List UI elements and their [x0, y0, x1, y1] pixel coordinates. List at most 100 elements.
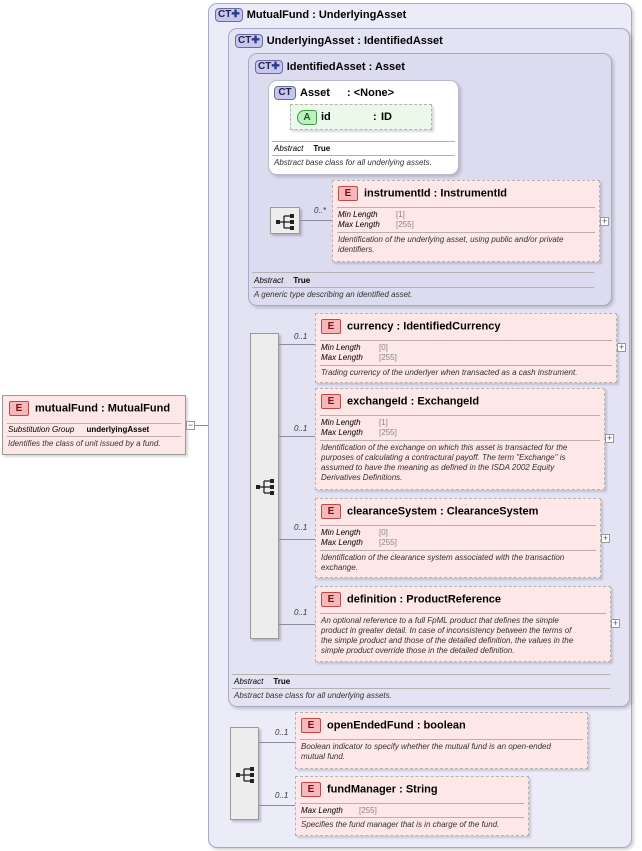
element-type: InstrumentId [440, 187, 508, 200]
sequence-icon [256, 479, 274, 495]
asset-description: Abstract base class for all underlying a… [274, 158, 432, 167]
connector [300, 220, 332, 221]
sequence-compositor[interactable] [250, 333, 279, 639]
expand-toggle[interactable]: + [601, 533, 610, 543]
expand-toggle[interactable]: + [617, 342, 626, 352]
collapse-toggle[interactable]: − [186, 420, 195, 430]
attribute-type: ID [381, 111, 392, 123]
element-type: String [405, 783, 438, 796]
element-name: exchangeId [347, 395, 408, 408]
instrumentId-cardinality: 0..* [314, 206, 327, 215]
root-description: Identifies the class of unit issued by a… [8, 439, 161, 448]
facet-max-length: Max Length[255] [321, 428, 397, 437]
separator [252, 272, 594, 273]
attribute-badge: A [297, 110, 317, 125]
clearanceSystem-cardinality: 0..1 [294, 523, 308, 532]
separator [7, 423, 181, 424]
element-badge: E [338, 186, 358, 201]
element-description: Trading currency of the underlyer when t… [321, 368, 578, 377]
separator [337, 232, 595, 233]
definition-cardinality: 0..1 [294, 608, 308, 617]
element-name: instrumentId [364, 187, 431, 200]
openEndedFund-cardinality: 0..1 [275, 728, 289, 737]
facet-max-length: Max Length[255] [338, 220, 414, 229]
element-type: boolean [423, 719, 466, 732]
connector [279, 436, 315, 437]
sequence-compositor[interactable] [230, 727, 259, 820]
ct-identifiedasset-title: CT✚IdentifiedAsset : Asset [255, 60, 405, 74]
ct-badge: CT [274, 86, 296, 100]
separator [300, 817, 524, 818]
sequence-icon [236, 767, 254, 783]
sequence-icon [276, 214, 294, 230]
attribute-id[interactable]: A id : ID [290, 104, 432, 130]
element-name: currency [347, 320, 394, 333]
ct-name: Asset [300, 86, 330, 99]
ct-badge: CT✚ [255, 60, 283, 74]
facet-max-length: Max Length[255] [321, 538, 397, 547]
facet-min-length: Min Length[0] [321, 528, 388, 537]
ct-badge: CT✚ [215, 8, 243, 22]
separator [320, 525, 596, 526]
connector [279, 344, 315, 345]
ct-base: IdentifiedAsset [363, 34, 443, 47]
separator [320, 340, 612, 341]
element-name: fundManager [327, 783, 397, 796]
element-name: mutualFund [35, 402, 98, 415]
expand-toggle[interactable]: + [611, 618, 620, 628]
element-badge: E [301, 718, 321, 733]
ct-base: Asset [374, 60, 405, 73]
element-description: Identification of the clearance system a… [321, 553, 565, 572]
ct-name: IdentifiedAsset [286, 60, 366, 73]
element-name: clearanceSystem [347, 505, 437, 518]
element-badge: E [321, 504, 341, 519]
expand-toggle[interactable]: + [600, 216, 609, 226]
separator [272, 155, 455, 156]
element-badge: E [321, 394, 341, 409]
fundManager-cardinality: 0..1 [275, 791, 289, 800]
element-type: ExchangeId [417, 395, 480, 408]
separator [320, 550, 596, 551]
element-name: definition [347, 593, 397, 606]
separator [232, 674, 610, 675]
facet-max-length: Max Length[255] [321, 353, 397, 362]
substitution-group-row: Substitution Group underlyingAsset [8, 425, 149, 434]
connector [279, 624, 315, 625]
element-badge: E [321, 592, 341, 607]
ct-base: UnderlyingAsset [318, 8, 407, 21]
separator [300, 803, 524, 804]
facet-max-length: Max Length[255] [301, 806, 377, 815]
element-description: Boolean indicator to specify whether the… [301, 742, 551, 761]
connector [186, 425, 217, 426]
element-badge: E [301, 782, 321, 797]
connector [259, 805, 295, 806]
underlying-description: Abstract base class for all underlying a… [234, 691, 392, 700]
element-name: openEndedFund [327, 719, 414, 732]
separator [320, 415, 600, 416]
sequence-compositor[interactable] [270, 207, 300, 234]
separator [300, 739, 583, 740]
element-description: Specifies the fund manager that is in ch… [301, 820, 500, 829]
facet-min-length: Min Length[0] [321, 343, 388, 352]
ct-underlyingasset-title: CT✚UnderlyingAsset : IdentifiedAsset [235, 34, 443, 48]
ct-badge: CT✚ [235, 34, 263, 48]
ct-name: UnderlyingAsset [266, 34, 355, 47]
expand-toggle[interactable]: + [605, 433, 614, 443]
